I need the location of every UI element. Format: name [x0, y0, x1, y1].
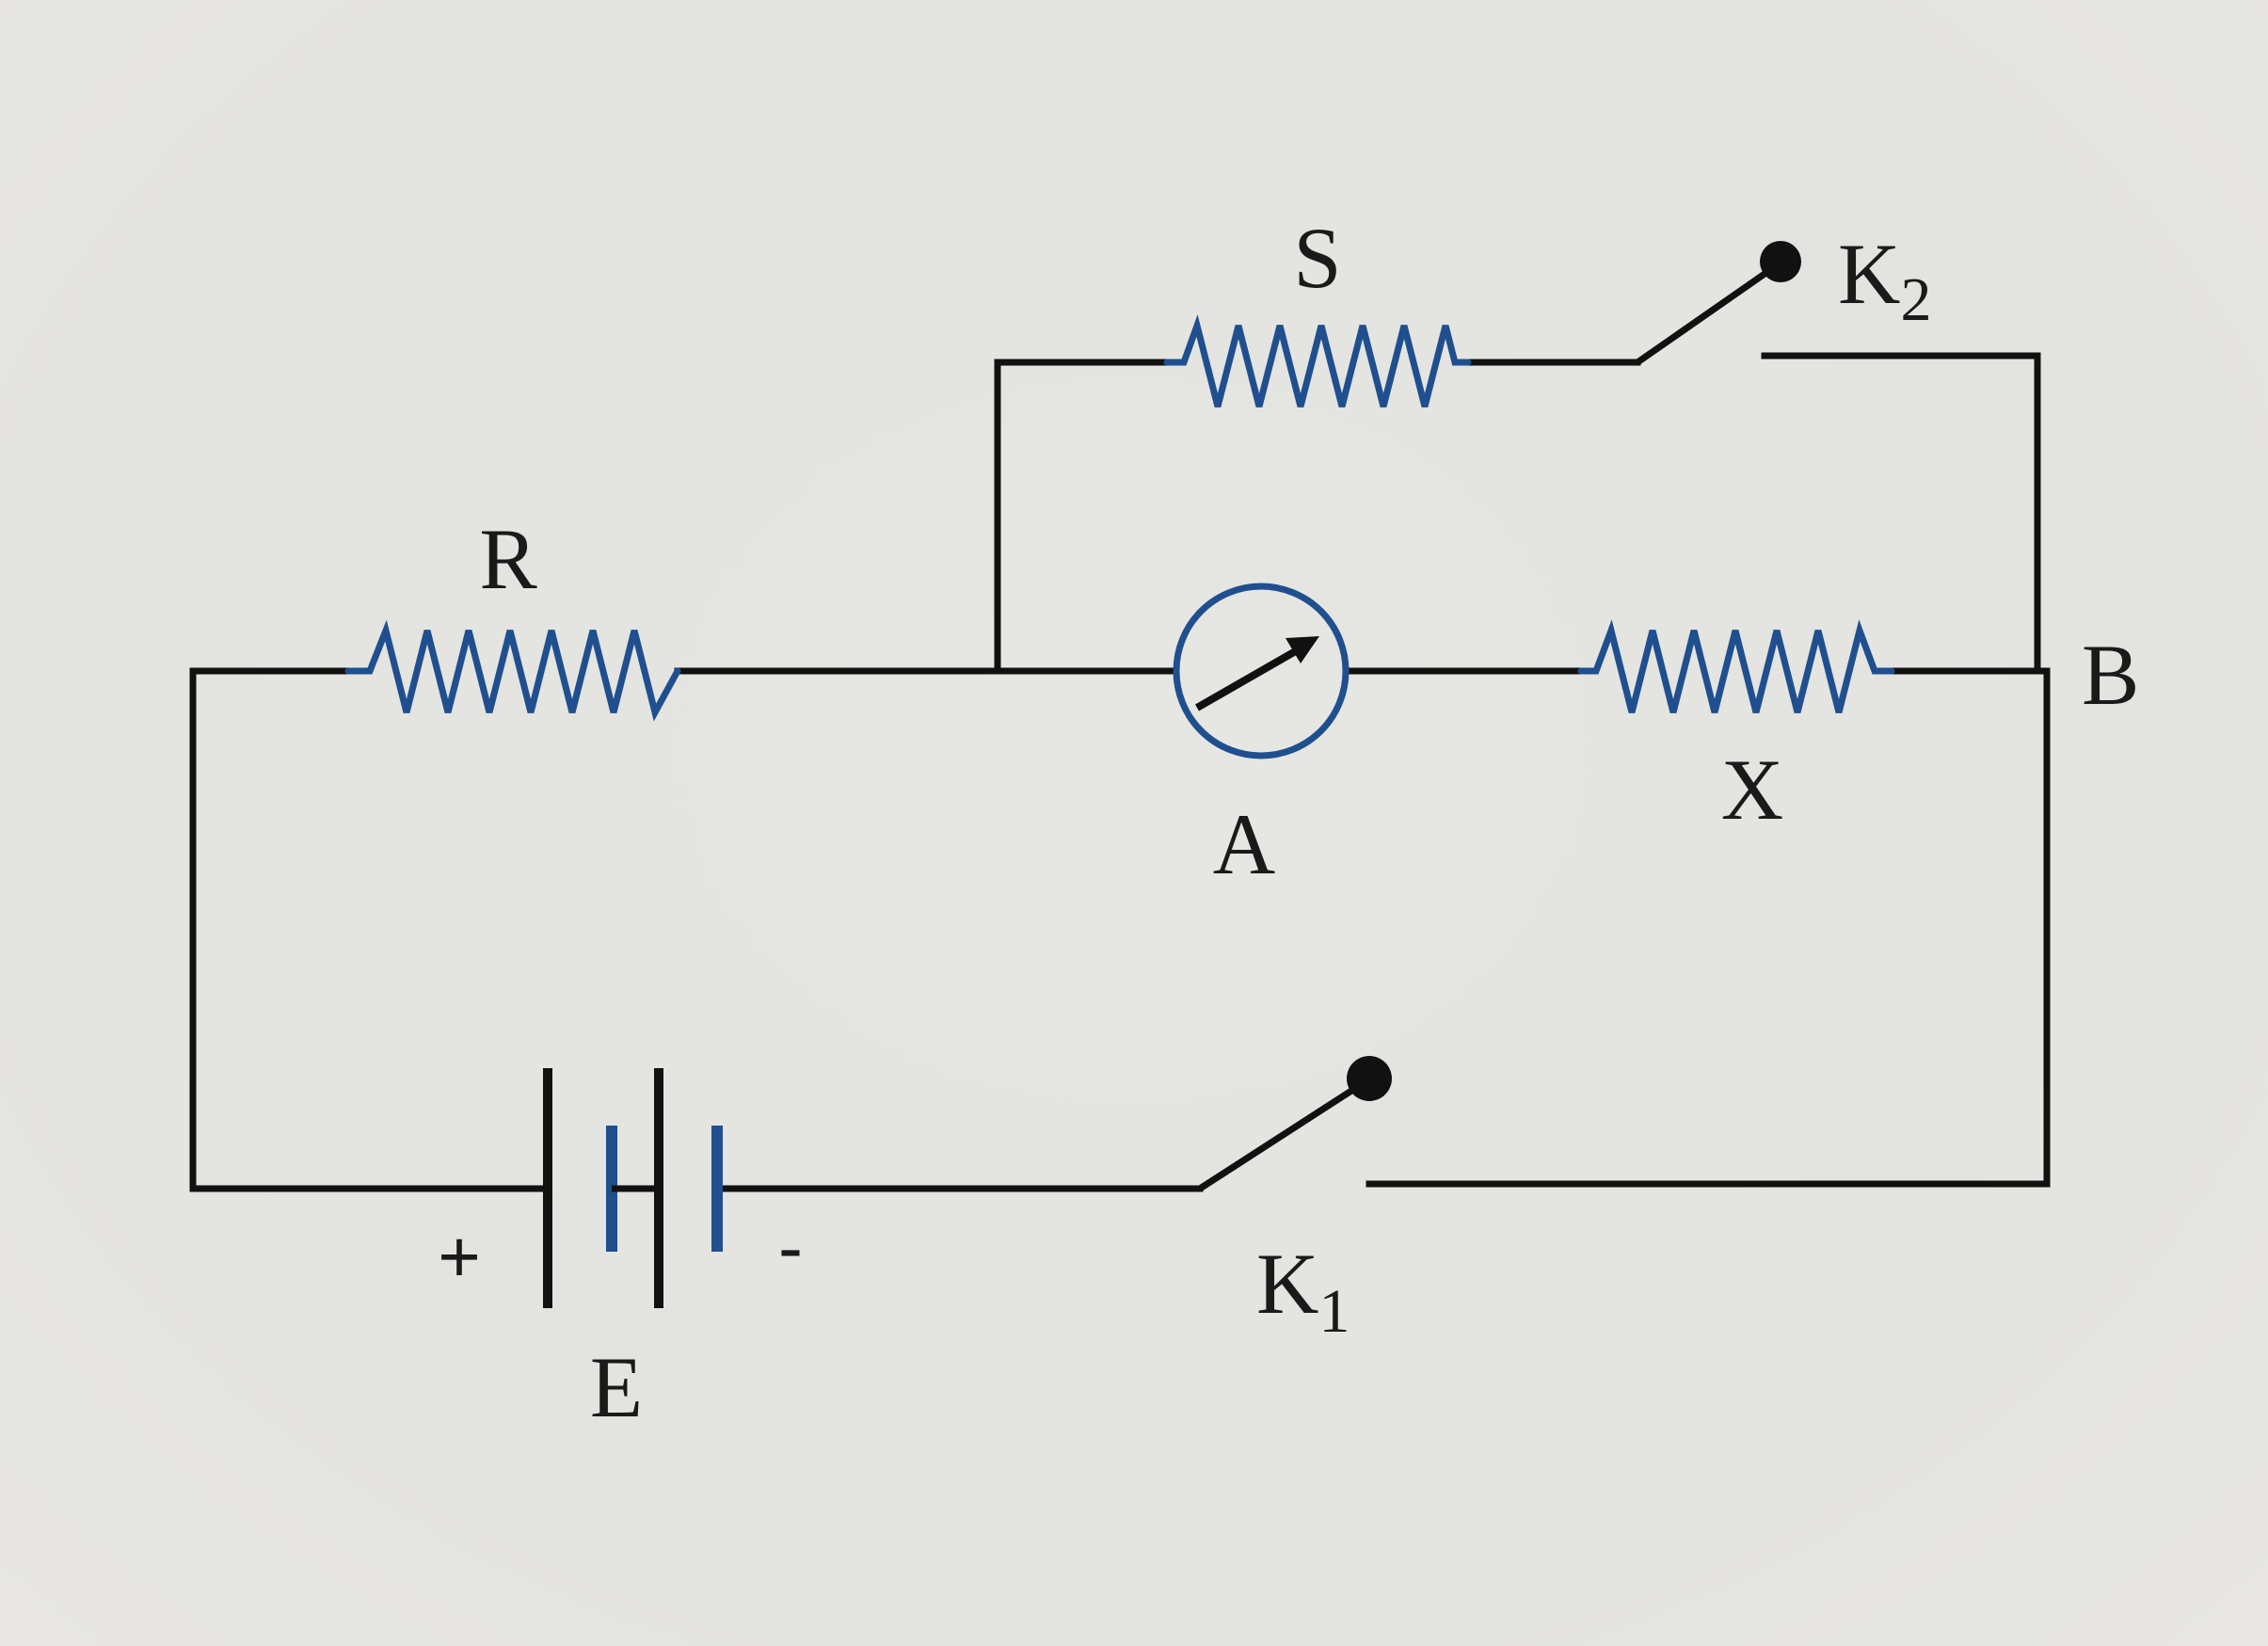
label-K2-main: K	[1838, 226, 1900, 322]
battery-E: + - E	[438, 1068, 803, 1435]
label-K1-sub: 1	[1318, 1277, 1350, 1346]
label-S: S	[1293, 210, 1341, 306]
ammeter-icon	[1173, 583, 1350, 759]
label-B: B	[2082, 627, 2139, 723]
wire-junction-to-S	[994, 359, 1171, 675]
key-switch-icon	[1198, 1079, 1366, 1191]
key-switch-icon	[1636, 263, 1779, 365]
wires	[189, 352, 2051, 1192]
label-R: R	[479, 511, 537, 607]
key-K1: K1	[1198, 1056, 1392, 1346]
label-K2-sub: 2	[1900, 265, 1931, 334]
resistor-icon	[1163, 314, 1472, 408]
label-K1: K1	[1256, 1236, 1350, 1346]
wire-K2-to-B	[1761, 352, 2041, 675]
resistor-icon	[1577, 619, 1895, 713]
resistor-X: X	[1577, 619, 1895, 838]
resistor-icon	[344, 619, 681, 722]
resistor-S: S	[1163, 210, 1472, 408]
label-A: A	[1213, 796, 1275, 892]
switch-contact-icon	[1760, 241, 1801, 282]
switch-contact-icon	[1347, 1056, 1392, 1101]
label-X: X	[1721, 742, 1783, 838]
label-minus: -	[778, 1206, 803, 1288]
arrow-head-icon	[1286, 636, 1319, 663]
resistor-R: R	[344, 511, 681, 722]
key-K2: K2	[1636, 226, 1931, 365]
label-K1-main: K	[1256, 1236, 1318, 1332]
ammeter-needle	[1195, 646, 1301, 711]
label-E: E	[590, 1339, 643, 1435]
wire-right	[2034, 667, 2051, 1188]
label-plus: +	[438, 1215, 481, 1298]
ammeter-A: A	[1173, 583, 1350, 892]
label-K2: K2	[1838, 226, 1931, 334]
